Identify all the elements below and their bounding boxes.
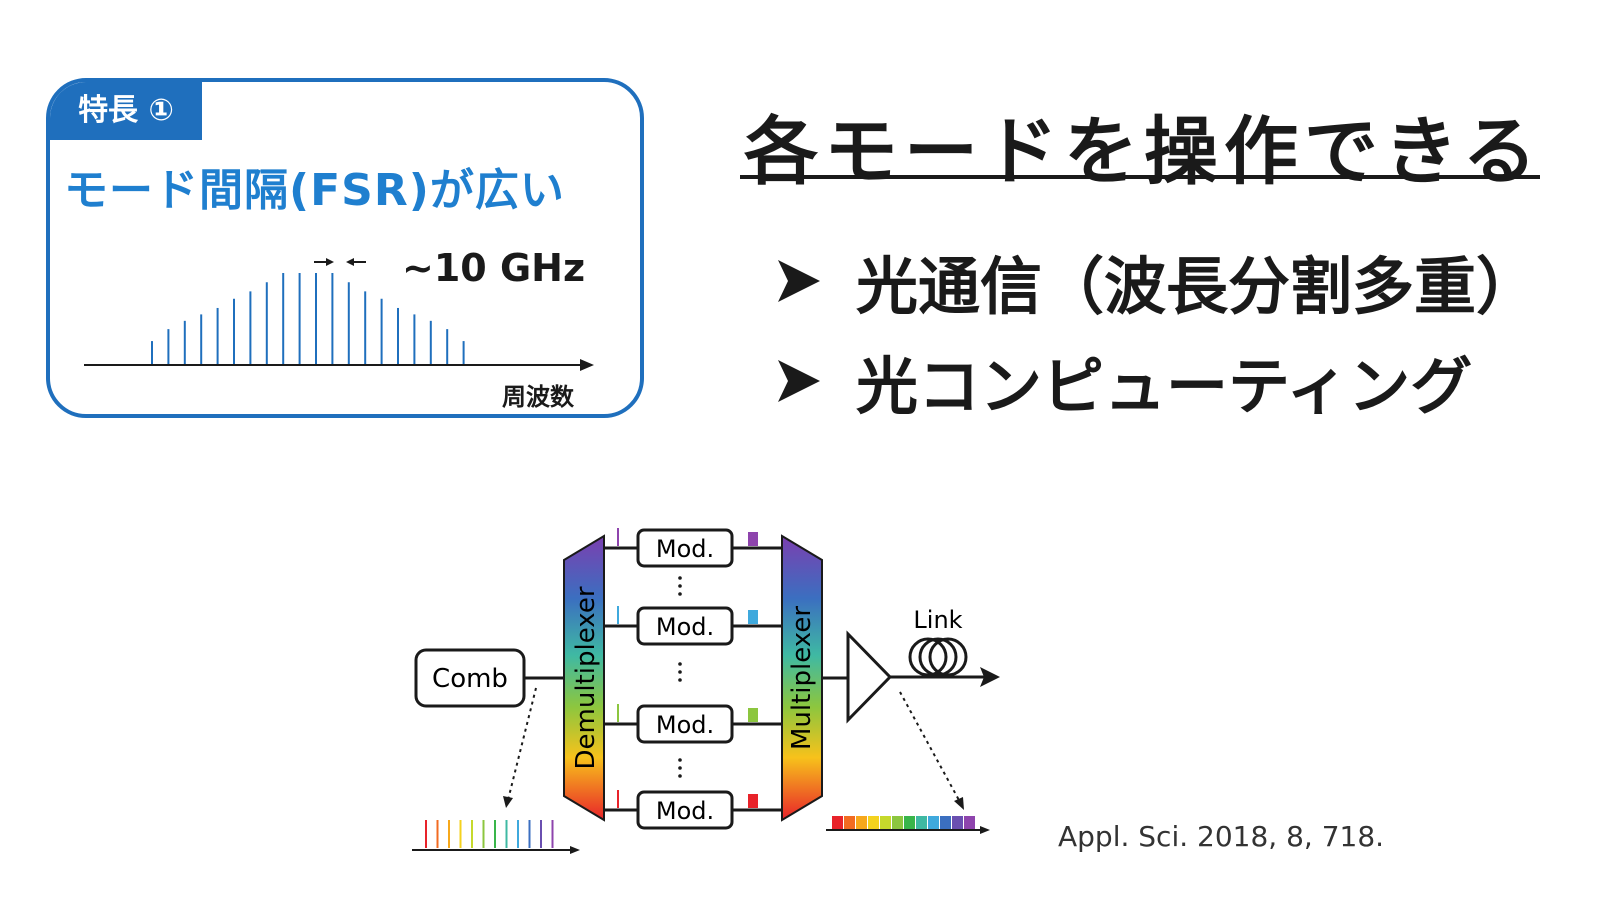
mode-spacing-label: ~10 GHz <box>402 246 586 290</box>
arrowhead-bullet-icon <box>778 360 820 402</box>
modulator-box <box>636 528 734 568</box>
modulator-output-pulse <box>748 610 758 624</box>
output-spectrum-block <box>868 816 879 830</box>
output-spectrum-block <box>964 816 975 830</box>
spacing-arrows <box>314 258 366 266</box>
comb-lines <box>151 273 465 365</box>
demultiplexer <box>563 534 605 822</box>
bullet-label: 光通信（波長分割多重） <box>856 250 1539 323</box>
modulator-output-pulse <box>748 794 758 808</box>
modulator-output-pulse <box>748 708 758 722</box>
modulator-output-pulse <box>748 532 758 546</box>
frequency-axis-arrowhead <box>580 359 594 371</box>
modulator-box <box>636 606 734 646</box>
amplifier <box>846 630 893 724</box>
modulator-label: Mod. <box>656 797 714 825</box>
frequency-axis-label: 周波数 <box>502 383 574 411</box>
bullet-item: 光コンピューティング <box>774 336 1472 426</box>
link-label: Link <box>913 606 962 634</box>
fiber-link-coil <box>908 637 968 677</box>
output-arrowhead <box>980 667 1000 687</box>
comb-spectrum <box>84 258 594 371</box>
modulator-box <box>636 704 734 744</box>
output-spectrum-block <box>952 816 963 830</box>
demultiplexer-label: Demultiplexer <box>571 586 601 769</box>
output-spectrum-block <box>928 816 939 830</box>
output-spectrum <box>832 816 975 830</box>
wdm-diagram: Comb Demultiplexer Multiplexer Mod.Mod.M… <box>412 528 1000 854</box>
output-spectrum-block <box>904 816 915 830</box>
output-spectrum-block <box>880 816 891 830</box>
feature-tag: 特長 ① <box>50 82 202 140</box>
comb-label: Comb <box>432 664 508 694</box>
heading-underline <box>740 175 1540 179</box>
output-spectrum-block <box>856 816 867 830</box>
output-spectrum-block <box>832 816 843 830</box>
modulator-box <box>636 790 734 830</box>
ellipsis-dots <box>678 576 682 778</box>
modulator-label: Mod. <box>656 535 714 563</box>
output-spectrum-block <box>892 816 903 830</box>
modulator-rows: Mod. Mod. Mod. Mod. <box>604 528 782 830</box>
main-heading: 各モードを操作できる <box>744 109 1543 195</box>
modulator-label: Mod. <box>656 613 714 641</box>
feature-title: モード間隔(FSR)が広い <box>64 165 565 216</box>
output-spectrum-block <box>844 816 855 830</box>
citation: Appl. Sci. 2018, 8, 718. <box>1058 820 1385 853</box>
multiplexer-label: Multiplexer <box>787 606 817 750</box>
output-spectrum-block <box>916 816 927 830</box>
feature-box: 特長 ① モード間隔(FSR)が広い ~10 GHz 周波数 <box>46 78 644 418</box>
arrowhead-bullet-icon <box>778 260 820 302</box>
output-spectrum-block <box>940 816 951 830</box>
bullet-label: 光コンピューティング <box>856 350 1473 423</box>
bullet-item: 光通信（波長分割多重） <box>774 236 1538 326</box>
modulator-label: Mod. <box>656 711 714 739</box>
input-spectrum <box>425 820 554 848</box>
